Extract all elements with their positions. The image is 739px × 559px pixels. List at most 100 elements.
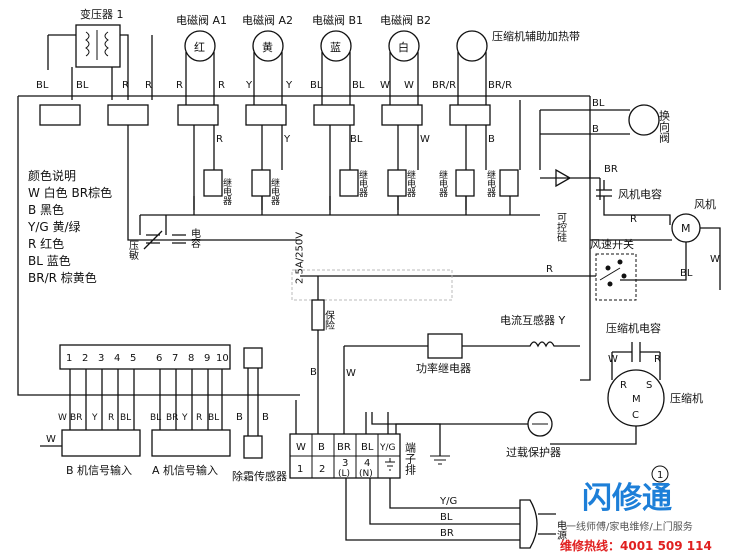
wire-code: W xyxy=(346,368,356,379)
wire-code: BR xyxy=(166,413,178,423)
defrost-plug xyxy=(243,347,263,369)
wire-code: W xyxy=(710,254,720,265)
overload-wires xyxy=(371,412,528,425)
wire-code: B xyxy=(236,412,243,423)
overload-protector-label: 过载保护器 xyxy=(506,445,561,459)
wire-code: M xyxy=(632,394,641,405)
reversing-valve: 换向阀 BL B xyxy=(539,98,671,170)
wire-code: R xyxy=(620,380,627,391)
signal-pins xyxy=(69,369,223,430)
relays: 继电器 继电器 继电器 继电器 继电器 继电器 xyxy=(203,169,519,205)
heater: 压缩机辅助加热带 BR/R BR/R xyxy=(432,29,580,105)
compressor-capacitor-label: 压缩机电容 xyxy=(606,321,661,335)
fan-capacitor-label: 风机电容 xyxy=(618,187,662,201)
power-relay-body xyxy=(427,333,463,359)
terminal-block: W B BR BL Y/G 1 2 3 (L) 4 (N) 端子排 xyxy=(289,400,450,479)
heater-coil xyxy=(456,30,488,62)
compressor-wires xyxy=(550,352,661,445)
wire-code: BL xyxy=(150,413,161,423)
valve-a2-color: 黄 xyxy=(262,40,273,54)
defrost-sensor: B B 除霜传感器 xyxy=(232,347,287,483)
wire-code: W xyxy=(380,80,390,91)
pin-number: 5 xyxy=(130,353,136,364)
board-connectors xyxy=(39,104,491,126)
valve-b1: 电磁阀 B1 蓝 BL BL xyxy=(310,13,365,105)
terminal-number: 4 xyxy=(364,458,370,469)
defrost-sensor-label: 除霜传感器 xyxy=(232,469,287,483)
relay-5 xyxy=(455,169,475,197)
valve-a2-label: 电磁阀 A2 xyxy=(242,13,293,27)
watermark: 闪修通 一线师傅/家电维修/上门服务 维修热线：4001 509 114 xyxy=(560,481,712,553)
relay-label: 继电器 xyxy=(269,177,280,205)
transformer-coil-right xyxy=(104,31,109,57)
fan-motor: M 风机 R BL W xyxy=(590,197,721,290)
varistor-label: 压敏 xyxy=(127,240,139,261)
wire-code: R xyxy=(145,80,152,91)
watermark-hotline: 维修热线：4001 509 114 xyxy=(560,538,712,553)
wire-code: BL xyxy=(120,413,131,423)
relay-1 xyxy=(203,169,223,197)
watermark-brand: 闪修通 xyxy=(582,481,672,516)
wire-code: S xyxy=(646,380,652,391)
relay-3 xyxy=(339,169,359,197)
wire-code: BL xyxy=(680,268,693,279)
thyristor: 可控硅 BR xyxy=(540,160,618,242)
fan-capacitor: 风机电容 xyxy=(596,180,671,225)
fan-motor-wires xyxy=(590,227,721,290)
valve-a1: 电磁阀 A1 红 R R xyxy=(176,13,227,105)
wire-code: Y xyxy=(285,80,293,91)
heater-wires xyxy=(457,52,487,105)
wire-code: R xyxy=(654,354,661,365)
speed-switch-box xyxy=(595,253,637,301)
b-signal: W BR Y R BL W B 机信号输入 xyxy=(40,413,141,477)
plug-body xyxy=(519,499,538,549)
wire-code: W xyxy=(404,80,414,91)
compressor-label: 压缩机 xyxy=(670,391,703,405)
pin-number: 3 xyxy=(98,353,104,364)
wire-code: B xyxy=(310,367,317,378)
defrost-body xyxy=(243,435,263,459)
valve-a2-coil xyxy=(252,30,284,62)
board-outline xyxy=(17,95,590,396)
reversing-valve-label: 换向阀 xyxy=(658,109,671,144)
wire-code: R xyxy=(196,413,202,423)
wire-code: W xyxy=(608,354,618,365)
switch-dot xyxy=(605,265,611,271)
wire-code: BR xyxy=(440,528,454,539)
b-signal-label: B 机信号输入 xyxy=(66,463,132,477)
varistor: 压敏 xyxy=(127,230,163,261)
wire-right-bus xyxy=(580,96,591,381)
ground-symbol xyxy=(430,455,450,465)
wire-code: Y xyxy=(181,413,188,423)
connector xyxy=(177,104,219,126)
heater-label: 压缩机辅助加热带 xyxy=(492,29,580,43)
wire-code: C xyxy=(632,410,639,421)
legend-title: 颜色说明 xyxy=(28,169,77,183)
legend-line: B 黑色 xyxy=(28,203,65,217)
terminal-label: BR xyxy=(337,442,351,453)
valve-b2-wires xyxy=(389,52,419,105)
capacitor-plates xyxy=(612,342,660,362)
relay-label: 继电器 xyxy=(357,169,368,197)
circle-number-ring xyxy=(651,465,669,483)
pin-number: 7 xyxy=(172,353,178,364)
overload-protector: 过载保护器 xyxy=(371,411,561,459)
wire-code: BL xyxy=(208,413,219,423)
switch-dot xyxy=(607,281,613,287)
transformer-wire-left xyxy=(47,34,76,70)
color-legend: 颜色说明 W 白色 BR棕色 B 黑色 Y/G 黄/绿 R 红色 BL 蓝色 B… xyxy=(28,168,112,287)
wire-transformer-bus xyxy=(127,125,300,241)
terminal-number: 2 xyxy=(319,464,325,475)
wire-code: W xyxy=(58,413,67,423)
relay-label: 继电器 xyxy=(437,169,448,197)
a-signal: BL BR Y R BL A 机信号输入 xyxy=(150,413,231,477)
wire-code: W xyxy=(46,434,56,445)
valve-b2-color: 白 xyxy=(398,40,409,54)
plug-label: 电源 xyxy=(555,519,567,541)
valve-b1-coil xyxy=(320,30,352,62)
valve-b1-label: 电磁阀 B1 xyxy=(312,13,363,27)
transformer-body xyxy=(75,24,121,68)
valve-a1-label: 电磁阀 A1 xyxy=(176,13,227,27)
wire-code: BR xyxy=(70,413,82,423)
